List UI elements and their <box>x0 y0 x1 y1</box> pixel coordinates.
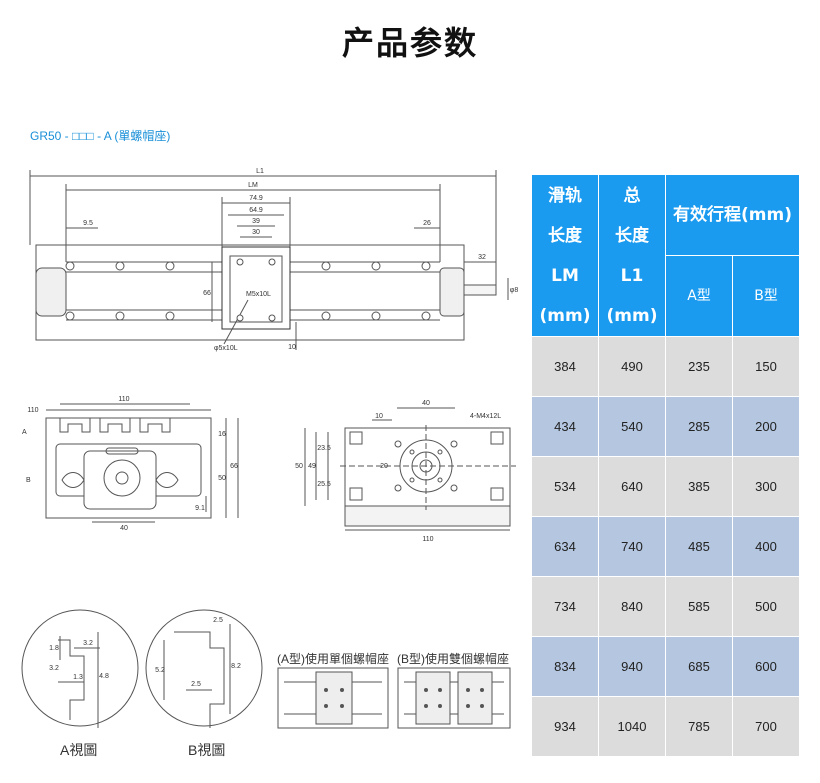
dim-l1: L1 <box>256 168 264 175</box>
dim-end-40: 40 <box>422 400 430 407</box>
dim-m5x10l: M5x10L <box>246 291 271 298</box>
dim-section-9-1: 9.1 <box>195 505 205 512</box>
table-row: 384 490 235 150 <box>531 336 800 397</box>
dim-vb-2-5-top: 2.5 <box>213 617 223 624</box>
dim-39: 39 <box>252 218 260 225</box>
dim-phi5x10l: φ5x10L <box>214 345 238 352</box>
cell-l1: 540 <box>598 396 666 457</box>
dim-end-m4: 4-M4x12L <box>470 413 501 420</box>
dim-phi8: φ8 <box>510 287 519 294</box>
view-a-caption: A視圖 <box>60 742 97 758</box>
header-lm-line3: LM <box>551 265 579 286</box>
cell-b: 200 <box>732 396 800 457</box>
header-lm: 滑轨 长度 LM (mm) <box>531 174 599 337</box>
cell-lm: 734 <box>531 576 599 637</box>
cell-l1: 940 <box>598 636 666 697</box>
dim-end-25-5: 25.5 <box>317 481 331 488</box>
header-lm-line4: (mm) <box>539 305 591 326</box>
cell-a: 285 <box>665 396 733 457</box>
cell-l1: 740 <box>598 516 666 577</box>
dim-vb-2-5-bottom: 2.5 <box>191 681 201 688</box>
dim-vb-8-2: 8.2 <box>231 663 241 670</box>
dim-10: 10 <box>288 344 296 351</box>
cell-a: 585 <box>665 576 733 637</box>
technical-drawing: L1 LM 74.9 64.9 39 30 9.5 26 32 φ8 66 M5… <box>21 168 519 758</box>
dim-section-66: 66 <box>230 463 238 470</box>
dim-section-110-b: 110 <box>118 396 129 403</box>
dim-74-9: 74.9 <box>249 195 263 202</box>
dim-va-1-8: 1.8 <box>49 645 59 652</box>
dim-end-23-5: 23.5 <box>317 445 331 452</box>
cell-a: 685 <box>665 636 733 697</box>
label-a: A <box>22 429 27 436</box>
cell-b: 600 <box>732 636 800 697</box>
table-row: 734 840 585 500 <box>531 576 800 637</box>
cell-lm: 634 <box>531 516 599 577</box>
usage-a-caption: (A型)使用單個螺帽座 <box>277 651 389 666</box>
table-row: 634 740 485 400 <box>531 516 800 577</box>
dim-end-10: 10 <box>375 413 383 420</box>
dim-26: 26 <box>423 220 431 227</box>
header-lm-line1: 滑轨 <box>548 185 582 206</box>
header-stroke: 有效行程(mm) <box>665 174 800 256</box>
usage-b-caption: (B型)使用雙個螺帽座 <box>397 651 509 666</box>
dim-section-40: 40 <box>120 525 128 532</box>
label-b: B <box>26 477 31 484</box>
cell-lm: 934 <box>531 696 599 757</box>
cell-b: 500 <box>732 576 800 637</box>
dim-section-16: 16 <box>218 431 226 438</box>
table-row: 834 940 685 600 <box>531 636 800 697</box>
cell-a: 385 <box>665 456 733 517</box>
header-a-type: A型 <box>665 255 733 337</box>
header-l1-line1: 总 <box>623 185 641 206</box>
dim-end-20: 20 <box>380 463 388 470</box>
header-lm-line2: 长度 <box>548 225 582 246</box>
header-l1-line2: 长度 <box>615 225 649 246</box>
table-row: 534 640 385 300 <box>531 456 800 517</box>
cell-b: 300 <box>732 456 800 517</box>
dim-vb-5-2: 5.2 <box>155 667 165 674</box>
table-row: 934 1040 785 700 <box>531 696 800 757</box>
header-b-type: B型 <box>732 255 800 337</box>
cell-l1: 490 <box>598 336 666 397</box>
table-row: 434 540 285 200 <box>531 396 800 457</box>
cell-l1: 840 <box>598 576 666 637</box>
dim-section-110-a: 110 <box>27 407 38 414</box>
cell-lm: 384 <box>531 336 599 397</box>
spec-table: 滑轨 长度 LM (mm) 总 长度 L1 (mm) 有效行程(mm) A型 B… <box>531 174 800 757</box>
header-l1-line3: L1 <box>620 265 644 286</box>
cell-lm: 834 <box>531 636 599 697</box>
cell-a: 485 <box>665 516 733 577</box>
header-l1: 总 长度 L1 (mm) <box>598 174 666 337</box>
cell-lm: 434 <box>531 396 599 457</box>
dim-64-9: 64.9 <box>249 207 263 214</box>
dim-9-5: 9.5 <box>83 220 93 227</box>
dim-30: 30 <box>252 229 260 236</box>
dim-lm: LM <box>248 182 258 189</box>
dim-66: 66 <box>203 290 211 297</box>
cell-a: 235 <box>665 336 733 397</box>
cell-l1: 640 <box>598 456 666 517</box>
cell-b: 700 <box>732 696 800 757</box>
cell-a: 785 <box>665 696 733 757</box>
cell-b: 150 <box>732 336 800 397</box>
header-l1-line4: (mm) <box>606 305 658 326</box>
cell-l1: 1040 <box>598 696 666 757</box>
dim-va-4-8: 4.8 <box>99 673 109 680</box>
dim-32: 32 <box>478 254 486 261</box>
dim-end-110: 110 <box>422 536 433 543</box>
model-label: GR50 - □□□ - A (單螺帽座) <box>30 129 171 143</box>
dim-end-50: 50 <box>295 463 303 470</box>
dim-va-1-3: 1.3 <box>73 674 83 681</box>
dim-section-50: 50 <box>218 475 226 482</box>
cell-lm: 534 <box>531 456 599 517</box>
cell-b: 400 <box>732 516 800 577</box>
dim-end-49: 49 <box>308 463 316 470</box>
dim-va-3-2-v: 3.2 <box>49 665 59 672</box>
page-title: 产品参数 <box>341 24 478 62</box>
dim-va-3-2-h: 3.2 <box>83 640 93 647</box>
view-b-caption: B視圖 <box>188 742 225 758</box>
